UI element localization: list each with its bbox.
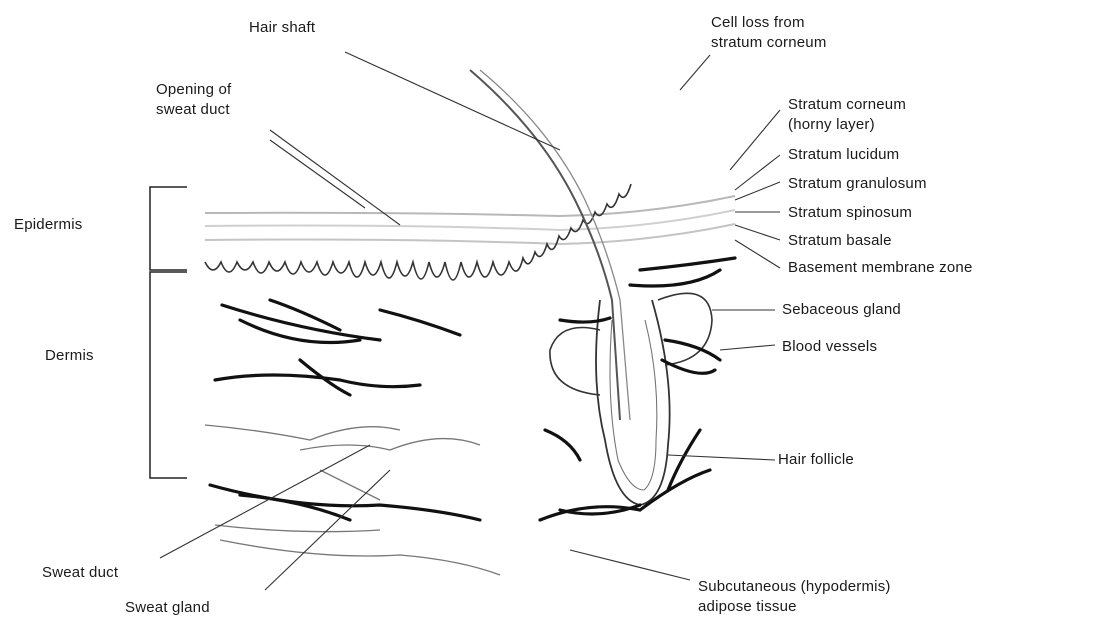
label-opening-sweat-duct: Opening of sweat duct bbox=[156, 80, 231, 120]
epidermis-layers bbox=[205, 196, 735, 244]
epidermis-bracket bbox=[150, 187, 187, 270]
label-hair-follicle: Hair follicle bbox=[778, 450, 854, 470]
label-stratum-basale: Stratum basale bbox=[788, 231, 892, 251]
label-epidermis: Epidermis bbox=[14, 215, 83, 235]
label-dermis: Dermis bbox=[45, 346, 94, 366]
label-stratum-granulosum: Stratum granulosum bbox=[788, 174, 927, 194]
label-subcutaneous: Subcutaneous (hypodermis) adipose tissue bbox=[698, 577, 891, 617]
label-stratum-lucidum: Stratum lucidum bbox=[788, 145, 899, 165]
label-basement-membrane: Basement membrane zone bbox=[788, 258, 973, 278]
sweat-gland bbox=[205, 425, 500, 575]
sebaceous-gland-right bbox=[658, 293, 712, 365]
leader-lines bbox=[160, 52, 780, 590]
label-sebaceous-gland: Sebaceous gland bbox=[782, 300, 901, 320]
label-blood-vessels: Blood vessels bbox=[782, 337, 877, 357]
label-hair-shaft: Hair shaft bbox=[249, 18, 315, 38]
hair-follicle bbox=[596, 300, 670, 505]
label-stratum-spinosum: Stratum spinosum bbox=[788, 203, 912, 223]
inner-root-sheath bbox=[610, 320, 657, 490]
label-sweat-gland: Sweat gland bbox=[125, 598, 210, 618]
label-sweat-duct: Sweat duct bbox=[42, 563, 118, 583]
label-stratum-corneum: Stratum corneum (horny layer) bbox=[788, 95, 906, 135]
hair-shaft bbox=[470, 70, 630, 420]
dermis-bracket bbox=[150, 272, 187, 478]
sebaceous-gland-left bbox=[550, 328, 600, 396]
label-cell-loss: Cell loss from stratum corneum bbox=[711, 13, 827, 53]
basement-membrane-line bbox=[205, 184, 631, 280]
